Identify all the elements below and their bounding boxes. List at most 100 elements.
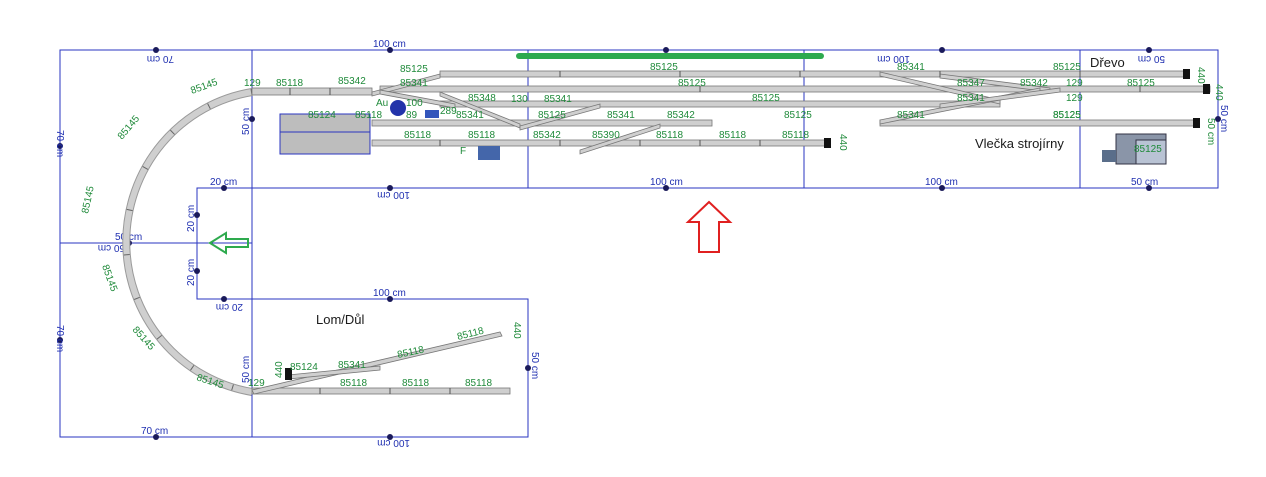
dim-50-top4: 50 cm xyxy=(1138,53,1165,64)
dim-marker xyxy=(221,296,227,302)
part-label: 85118 xyxy=(396,344,425,360)
dim-70-left-bot: 70 cm xyxy=(54,325,65,352)
part-label: 85124 xyxy=(308,110,336,121)
part-label: 129 xyxy=(1066,93,1083,104)
dim-marker xyxy=(663,47,669,53)
turnout-diag-2 xyxy=(379,89,456,109)
dim-marker xyxy=(221,185,227,191)
platform xyxy=(516,53,824,59)
part-label: 289 xyxy=(440,106,457,117)
part-label: 85145 xyxy=(116,113,143,142)
water-tower xyxy=(390,100,406,116)
dim-100-mid2: 100 cm xyxy=(650,177,683,188)
dim-marker xyxy=(1146,185,1152,191)
track-line-2 xyxy=(379,85,1211,93)
part-label: 85341 xyxy=(957,93,985,104)
part-label: 85125 xyxy=(538,110,566,121)
part-label: 85348 xyxy=(468,93,496,104)
engine-shed xyxy=(279,113,371,155)
factory-annex xyxy=(1135,139,1167,165)
part-label: 85124 xyxy=(290,362,318,373)
buffer-stop xyxy=(824,138,831,148)
arrow-left-icon xyxy=(208,231,249,255)
part-label: 85341 xyxy=(456,110,484,121)
dim-marker xyxy=(194,212,200,218)
part-label: 129 xyxy=(248,378,265,389)
track-joints xyxy=(289,71,1141,394)
dim-marker xyxy=(1146,47,1152,53)
part-label: 85341 xyxy=(338,360,366,371)
part-label: 85347 xyxy=(957,78,985,89)
part-label: F xyxy=(460,146,466,157)
part-label: 85118 xyxy=(402,378,430,389)
part-label: 440 xyxy=(1213,84,1224,101)
part-label: 85125 xyxy=(400,64,428,75)
part-label: 85125 xyxy=(752,93,780,104)
part-label: 100 xyxy=(406,98,423,109)
dim-marker xyxy=(249,116,255,122)
buffer-stop xyxy=(1183,69,1190,79)
dim-20-notch-top: 20 cm xyxy=(210,177,237,188)
dim-marker xyxy=(153,434,159,440)
label-vlecka-strojirny: Vlečka strojírny xyxy=(975,136,1064,151)
part-label: 85125 xyxy=(650,62,678,73)
part-label: 85342 xyxy=(1020,78,1048,89)
part-label: 85342 xyxy=(533,130,561,141)
part-label: 85145 xyxy=(189,77,219,97)
part-label: 129 xyxy=(244,78,261,89)
dim-marker xyxy=(939,185,945,191)
part-label: 85341 xyxy=(897,110,925,121)
part-label: 440 xyxy=(1195,67,1206,84)
part-label: 85118 xyxy=(355,110,383,121)
part-label: 85341 xyxy=(544,94,572,105)
label-lom-dul: Lom/Důl xyxy=(316,312,365,327)
loop-track-fill xyxy=(123,89,253,395)
dim-70-bottom: 70 cm xyxy=(141,426,168,437)
part-label: 85125 xyxy=(784,110,812,121)
dim-20-notch-bot: 20 cm xyxy=(216,301,243,312)
part-label: 89 xyxy=(406,110,418,121)
track-bottom-branch xyxy=(251,331,503,395)
dim-100-bot-top: 100 cm xyxy=(373,288,406,299)
part-label: 440 xyxy=(274,361,285,378)
baseboard-outlines xyxy=(59,49,1219,438)
part-label: 440 xyxy=(511,322,522,339)
dim-20-notch-left2: 20 cm xyxy=(186,259,197,286)
part-label: 85342 xyxy=(667,110,695,121)
dim-marker xyxy=(387,296,393,302)
part-label: 85125 xyxy=(1134,144,1162,155)
track-bottom-main xyxy=(251,387,511,395)
part-label: 440 xyxy=(837,134,848,151)
small-hut xyxy=(425,110,439,118)
part-numbers: 129 85118 85342 85125 85125 85341 85125 … xyxy=(80,62,1224,392)
part-label: 130 xyxy=(511,94,528,105)
part-label: 85118 xyxy=(468,130,496,141)
dim-50-board1: 50 cm xyxy=(241,108,252,135)
small-building xyxy=(478,146,500,160)
dim-50-bot-right: 50 cm xyxy=(529,352,540,379)
part-label: 85125 xyxy=(1127,78,1155,89)
dim-100-mid3: 100 cm xyxy=(925,177,958,188)
dim-marker xyxy=(525,365,531,371)
part-label: 50 cm xyxy=(1205,118,1216,145)
part-label: 85118 xyxy=(465,378,493,389)
part-label: 129 xyxy=(1066,78,1083,89)
part-label: 85118 xyxy=(656,130,684,141)
structures xyxy=(279,100,1167,165)
part-label: 85118 xyxy=(404,130,432,141)
dim-50-bot-left: 50 cm xyxy=(241,356,252,383)
dimension-markers xyxy=(57,47,1221,440)
dim-marker xyxy=(387,47,393,53)
part-label: 85341 xyxy=(897,62,925,73)
part-label: 85341 xyxy=(400,78,428,89)
part-label: 85341 xyxy=(607,110,635,121)
track-line-5 xyxy=(879,119,1199,127)
part-label: 85125 xyxy=(1053,62,1081,73)
dim-100-top3: 100 cm xyxy=(877,53,910,64)
dim-100-bot: 100 cm xyxy=(377,437,410,448)
factory-shed xyxy=(1102,150,1116,162)
dim-100-mid1: 100 cm xyxy=(377,189,410,200)
dim-marker xyxy=(387,434,393,440)
part-label: 85342 xyxy=(338,76,366,87)
part-label: 85118 xyxy=(719,130,747,141)
